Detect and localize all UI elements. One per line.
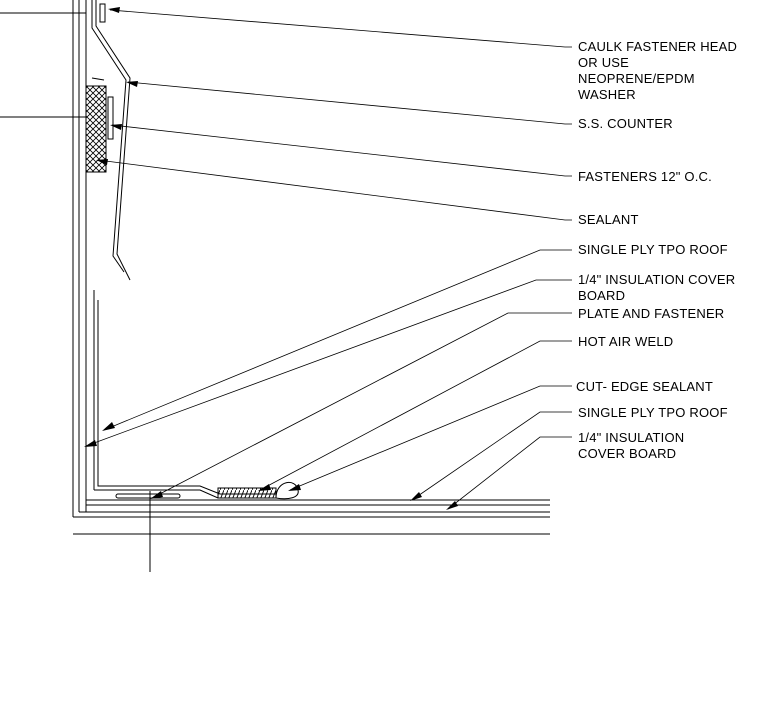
cut-edge-sealant-bead [276,482,298,498]
label-cut-edge-sealant: CUT- EDGE SEALANT [576,379,713,394]
fastener-heads [100,4,113,139]
roof-deck [73,500,550,534]
label-insulation-cover-upper: 1/4" INSULATION COVER [578,272,735,287]
label-board: BOARD [578,288,625,303]
label-insulation-lower: 1/4" INSULATION [578,430,684,445]
label-tpo-roof-upper: SINGLE PLY TPO ROOF [578,242,728,257]
label-tpo-roof-lower: SINGLE PLY TPO ROOF [578,405,728,420]
label-plate-and-fastener: PLATE AND FASTENER [578,306,724,321]
label-neoprene-epdm: NEOPRENE/EPDM [578,71,695,86]
hot-air-weld [218,488,276,498]
annotation-labels: CAULK FASTENER HEAD OR USE NEOPRENE/EPDM… [576,39,737,461]
label-or-use: OR USE [578,55,629,70]
label-cover-board-lower: COVER BOARD [578,446,676,461]
leader-lines [86,10,572,509]
label-hot-air-weld: HOT AIR WELD [578,334,673,349]
label-ss-counter: S.S. COUNTER [578,116,673,131]
arrowheads [84,7,458,510]
section-markers [0,13,86,117]
wall-structure [73,0,86,517]
label-washer: WASHER [578,87,636,102]
counter-flashing [92,0,130,280]
label-caulk-fastener-head: CAULK FASTENER HEAD [578,39,737,54]
label-fasteners: FASTENERS 12" O.C. [578,169,712,184]
plate-and-fastener [116,491,180,572]
label-sealant: SEALANT [578,212,639,227]
sealant-block [86,86,106,172]
